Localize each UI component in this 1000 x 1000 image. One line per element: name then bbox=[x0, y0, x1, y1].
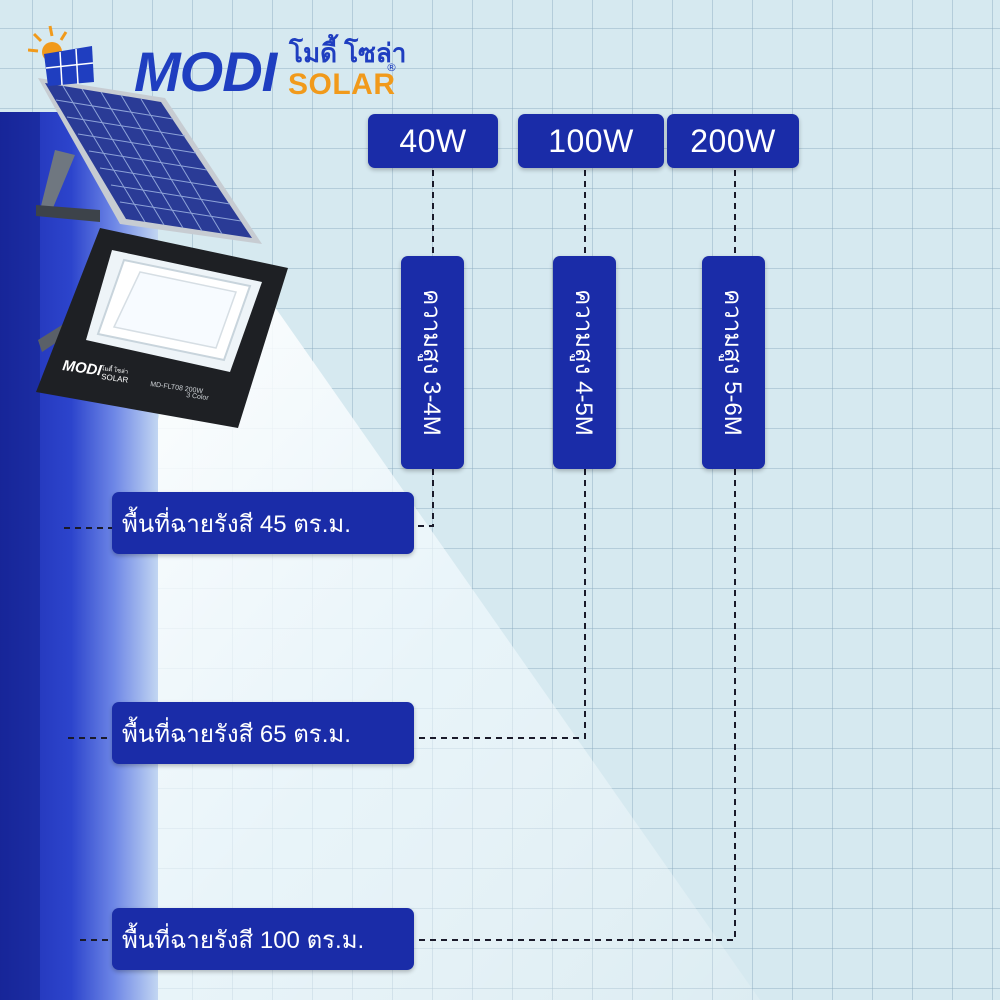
brand-thai-name: โมดี้ โซล่า bbox=[289, 38, 407, 68]
area-65-sqm: พื้นที่ฉายรังสี 65 ตร.ม. bbox=[112, 702, 414, 764]
brand-logo: MODI โมดี้ โซล่า SOLAR ® bbox=[28, 24, 406, 100]
registered-mark: ® bbox=[386, 61, 397, 74]
height-200w-label: ความสูง 5-6M bbox=[719, 289, 747, 436]
area-45-sqm: พื้นที่ฉายรังสี 45 ตร.ม. bbox=[112, 492, 414, 554]
lamp-sub-text: SOLAR bbox=[101, 372, 129, 385]
wattage-100w: 100W bbox=[518, 114, 664, 168]
sun-icon bbox=[28, 25, 94, 86]
wattage-200w: 200W bbox=[667, 114, 799, 168]
lamp-brand-text: MODI bbox=[61, 357, 103, 379]
brand-sub: SOLAR bbox=[288, 68, 396, 101]
lamp-variant-text: 3 Color bbox=[186, 392, 210, 402]
area-100-sqm: พื้นที่ฉายรังสี 100 ตร.ม. bbox=[112, 908, 414, 970]
height-200w: ความสูง 5-6M bbox=[702, 256, 765, 469]
connector-200w-bottom bbox=[414, 469, 736, 941]
connector-40w-bottom bbox=[414, 469, 434, 527]
brand-name: MODI bbox=[134, 40, 277, 103]
height-40w: ความสูง 3-4M bbox=[401, 256, 464, 469]
pole-shadow bbox=[0, 112, 40, 1000]
solar-floodlight-product: MODI โมดี้ โซล่า SOLAR MD-FLT08 200W 3 C… bbox=[36, 78, 288, 428]
height-40w-label: ความสูง 3-4M bbox=[418, 289, 446, 436]
height-100w-label: ความสูง 4-5M bbox=[570, 289, 598, 436]
connector-100w-bottom bbox=[414, 469, 586, 739]
wattage-40w: 40W bbox=[368, 114, 498, 168]
height-100w: ความสูง 4-5M bbox=[553, 256, 616, 469]
